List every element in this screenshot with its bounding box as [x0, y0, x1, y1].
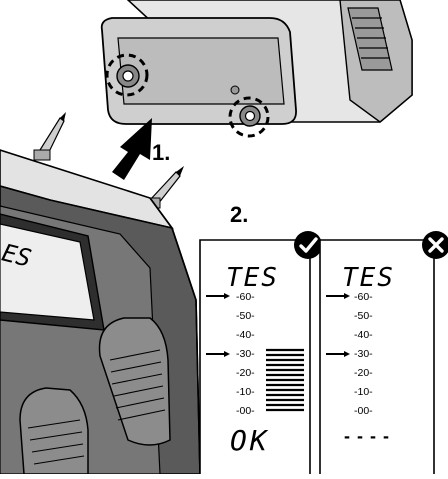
- moisture-meter-device: ES: [0, 112, 201, 475]
- panel-2-scale-60: -60-: [354, 291, 373, 303]
- display-panel-fail: TES -60- -50- -40- -30- -20- -10- -00- -…: [319, 231, 448, 474]
- panel-1-scale-10: -10-: [236, 386, 255, 398]
- cross-icon: [422, 231, 448, 259]
- panel-1-scale-00: -00-: [236, 405, 255, 417]
- checkmark-icon: [294, 231, 322, 259]
- panel-1-scale-50: -50-: [236, 310, 255, 322]
- panel-1-scale-30: -30-: [236, 348, 255, 360]
- panel-2-scale-20: -20-: [354, 367, 373, 379]
- panel-2-mode-text: TES: [342, 263, 395, 293]
- display-panel-ok: TES -60- -50- -40- -30- -20- -10- -00-: [199, 231, 322, 474]
- panel-1-scale-20: -20-: [236, 367, 255, 379]
- panel-1-scale-40: -40-: [236, 329, 255, 341]
- panel-2-marker-60: [326, 293, 350, 299]
- step-1-label: 1.: [152, 140, 170, 165]
- panel-1-level-bars: [266, 348, 304, 412]
- panel-2-scale-40: -40-: [354, 329, 373, 341]
- panel-2-marker-30: [326, 351, 350, 357]
- probe-pin-left: [33, 112, 66, 161]
- device-grip-lower: [19, 387, 89, 475]
- device-lcd-fragment: ES: [0, 239, 34, 273]
- step-2-label: 2.: [230, 202, 248, 227]
- panel-1-result-text: OK: [230, 424, 270, 457]
- panel-2-scale-30: -30-: [354, 348, 373, 360]
- cap-screw-hole-right: [228, 96, 270, 138]
- panel-2-scale-10: -10-: [354, 386, 373, 398]
- panel-1-scale-60: -60-: [236, 291, 255, 303]
- panel-2-scale-00: -00-: [354, 405, 373, 417]
- cap-screw-hole-left: [105, 53, 149, 97]
- cap-grip-ribs: [347, 7, 393, 71]
- panel-2-result-text: - - - -: [344, 426, 390, 446]
- panel-2-scale-50: -50-: [354, 310, 373, 322]
- device-grip-upper: [98, 317, 171, 446]
- insert-arrow-icon: [112, 118, 152, 180]
- calibration-cap: [100, 0, 413, 138]
- panel-1-marker-30: [206, 351, 230, 357]
- panel-1-mode-text: TES: [226, 263, 279, 293]
- panel-1-marker-60: [206, 293, 230, 299]
